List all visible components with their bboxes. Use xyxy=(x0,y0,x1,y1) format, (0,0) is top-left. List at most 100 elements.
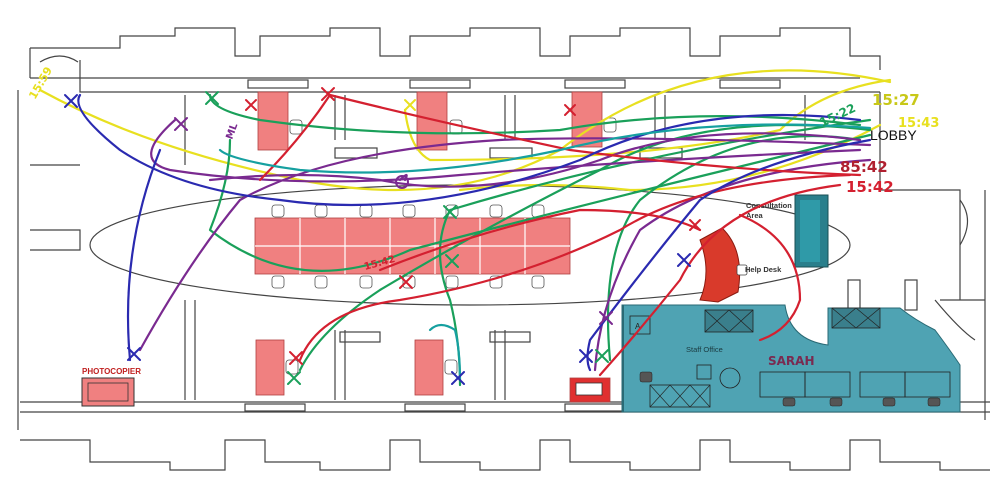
staff-office-shelf-x xyxy=(649,384,711,408)
path-purple-4 xyxy=(138,137,872,352)
path-yellow-2 xyxy=(458,123,882,192)
central-desk-grid xyxy=(255,218,570,274)
x-marker-icon xyxy=(64,94,78,108)
path-red-4 xyxy=(738,213,802,342)
column-right-1 xyxy=(847,279,861,311)
staff-office-cabinet-2-x xyxy=(831,307,881,329)
staff-office-label: Staff Office xyxy=(686,345,723,354)
window-top-1 xyxy=(247,79,309,89)
path-green-3 xyxy=(438,118,872,387)
consultation-label-line1: Consultation xyxy=(746,201,792,210)
window-bottom-2 xyxy=(404,403,466,412)
x-marker-icon xyxy=(174,117,188,131)
staff-office-cabinet-1 xyxy=(704,309,754,333)
lobby-label: LOBBY xyxy=(870,127,917,143)
path-red-2 xyxy=(598,183,842,377)
annotation-time-1: 15:27 xyxy=(872,91,920,109)
x-marker-icon xyxy=(245,99,257,111)
chair-icon xyxy=(271,204,285,218)
chair-icon xyxy=(927,397,941,407)
window-top-3 xyxy=(564,79,626,89)
annotation-time-4: 85:42 xyxy=(840,158,888,176)
chair-icon xyxy=(639,371,653,383)
window-top-2 xyxy=(409,79,471,89)
x-marker-icon xyxy=(127,347,141,361)
path-navy-2 xyxy=(586,138,872,372)
path-purple-3 xyxy=(208,132,862,188)
door-arc-right-lower xyxy=(934,299,976,341)
path-teal-1 xyxy=(218,123,872,174)
building-walls xyxy=(17,27,990,471)
chair-icon xyxy=(489,204,503,218)
chair-icon xyxy=(359,204,373,218)
bench-bottom-1 xyxy=(339,331,381,343)
x-marker-icon xyxy=(677,253,691,267)
annotation-time-2: 15:43 xyxy=(898,116,939,131)
chair-icon xyxy=(289,119,303,135)
bottom-wall xyxy=(20,439,990,471)
annotation-name: SARAH xyxy=(768,354,815,368)
x-marker-icon xyxy=(404,99,416,111)
path-red-3 xyxy=(258,93,862,182)
path-green-5 xyxy=(208,133,872,272)
photocopier-inner xyxy=(87,382,129,402)
help-desk-label: Help Desk xyxy=(745,265,782,274)
staff-office: A Staff Office xyxy=(621,304,961,413)
loop-marker xyxy=(395,175,409,189)
chair-icon xyxy=(271,275,285,289)
desk-bottom-2 xyxy=(414,339,444,396)
top-inner-wall xyxy=(30,60,880,93)
consultation-label-line2: Area xyxy=(746,211,764,220)
window-top-4 xyxy=(719,79,781,89)
path-navy-3 xyxy=(126,148,162,362)
help-desk-counter xyxy=(699,227,741,303)
path-purple-1 xyxy=(150,118,862,183)
x-marker-icon xyxy=(399,275,413,289)
photocopier-label: PHOTOCOPIER xyxy=(82,367,141,376)
chair-icon xyxy=(314,204,328,218)
staff-office-cabinet-1-x xyxy=(704,309,754,333)
chair-icon xyxy=(882,397,896,407)
chair-icon xyxy=(449,119,463,135)
chair-icon xyxy=(359,275,373,289)
chair-icon xyxy=(402,275,416,289)
photocopier: PHOTOCOPIER xyxy=(81,367,141,407)
chair-icon xyxy=(782,397,796,407)
window-bottom-1 xyxy=(244,403,306,412)
chair-icon xyxy=(445,275,459,289)
path-navy-1 xyxy=(77,93,862,207)
staff-office-round-table xyxy=(719,367,741,389)
annotation-time-5: 15:42 xyxy=(846,178,894,196)
chair-icon xyxy=(314,275,328,289)
x-marker-icon xyxy=(579,349,593,363)
staff-office-cabinet-2 xyxy=(831,307,881,329)
bottom-partitions xyxy=(184,300,506,400)
staff-office-workstation-2 xyxy=(804,371,851,398)
left-wall xyxy=(17,48,81,430)
x-marker-icon xyxy=(443,205,457,219)
annotation-initials: ML xyxy=(224,121,240,141)
door-arc-right xyxy=(959,199,969,246)
bench-top-3 xyxy=(639,147,683,159)
bench-bottom-2 xyxy=(489,331,531,343)
x-marker-icon xyxy=(445,254,459,268)
help-desk: Help Desk xyxy=(699,227,782,303)
chair-icon xyxy=(829,397,843,407)
x-marker-icon xyxy=(451,371,465,385)
x-marker-icon xyxy=(595,349,609,363)
x-marker-icon xyxy=(205,91,219,105)
chair-icon xyxy=(444,359,458,375)
path-green-1 xyxy=(298,123,872,372)
door-arc-top-left xyxy=(39,55,79,63)
x-marker-icon xyxy=(289,351,303,365)
desk-bottom-1 xyxy=(255,339,285,396)
path-yellow-1 xyxy=(38,69,892,192)
staff-office-shelf xyxy=(649,384,711,408)
chair-icon xyxy=(285,359,299,375)
column-right-2 xyxy=(904,279,918,311)
user-paths xyxy=(38,69,892,387)
chair-icon xyxy=(402,204,416,218)
staff-office-wall-line xyxy=(622,305,624,412)
